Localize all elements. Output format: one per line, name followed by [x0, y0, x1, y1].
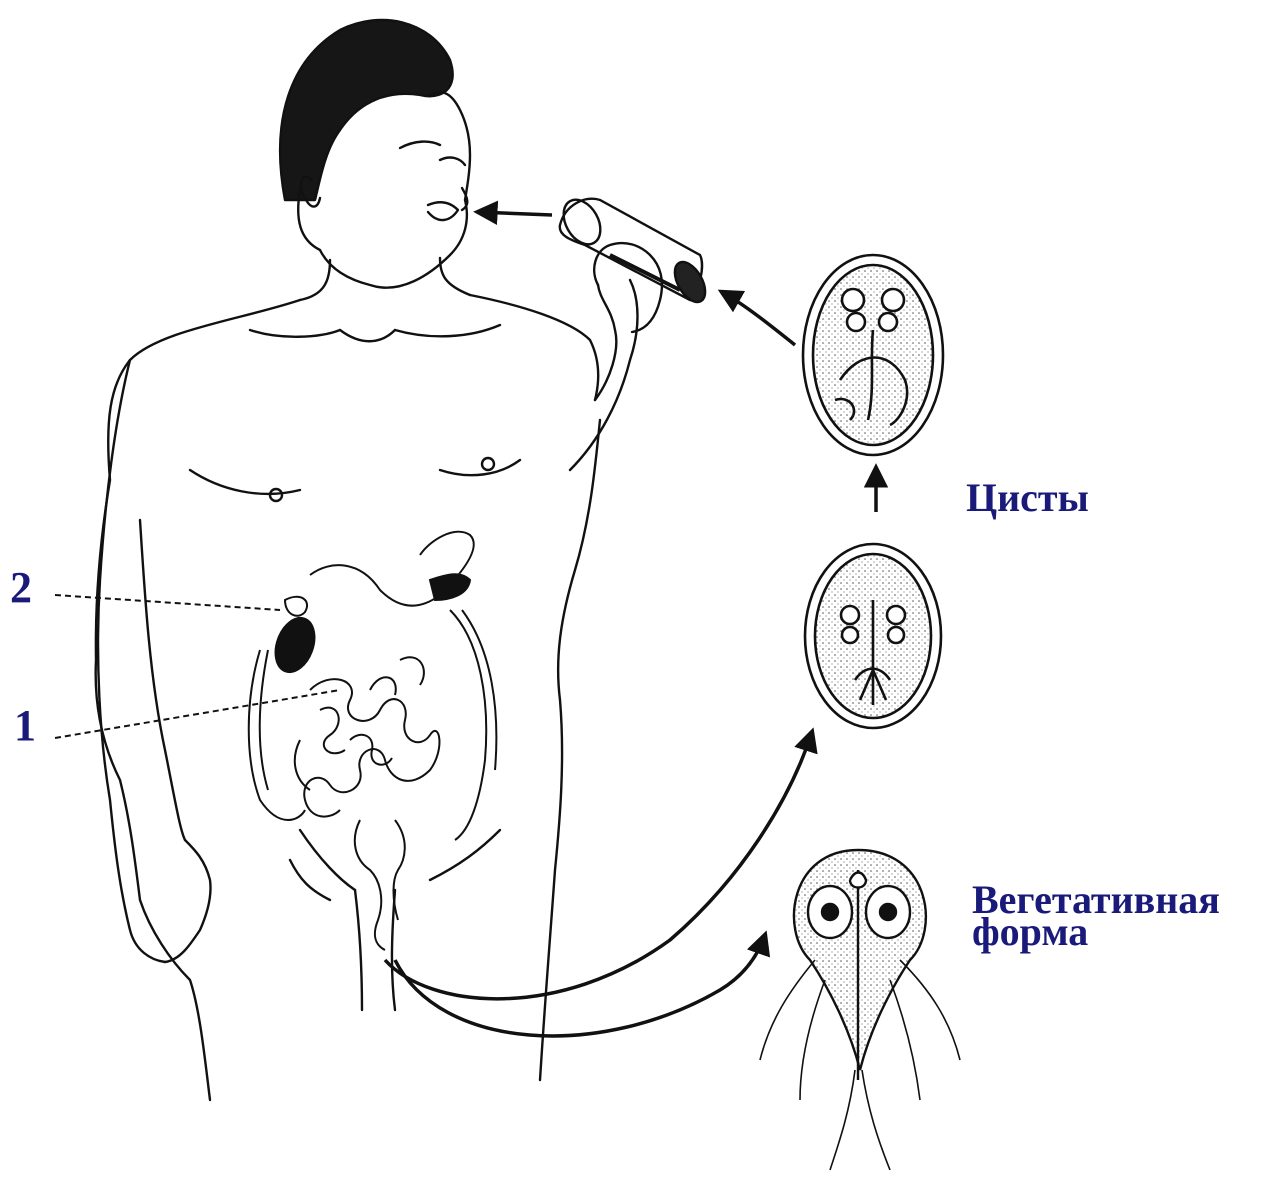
hair	[280, 20, 453, 200]
leader-line-2	[55, 595, 280, 610]
arrow-gut-to-cyst	[385, 732, 812, 999]
label-vegetative-line2: форма	[972, 912, 1088, 952]
torso-outline	[96, 300, 300, 1100]
marker-2: 2	[10, 562, 32, 613]
label-cysts: Цисты	[966, 474, 1089, 521]
arrow-glass-to-mouth	[478, 212, 552, 215]
cyst-organism	[803, 255, 943, 455]
cyst-organism	[805, 544, 941, 728]
arrow-cyst-to-glass	[722, 292, 795, 345]
intestine-organ	[249, 532, 497, 950]
human-figure	[96, 20, 662, 1100]
marker-1: 1	[14, 700, 36, 751]
trophozoite-organism	[760, 850, 960, 1170]
